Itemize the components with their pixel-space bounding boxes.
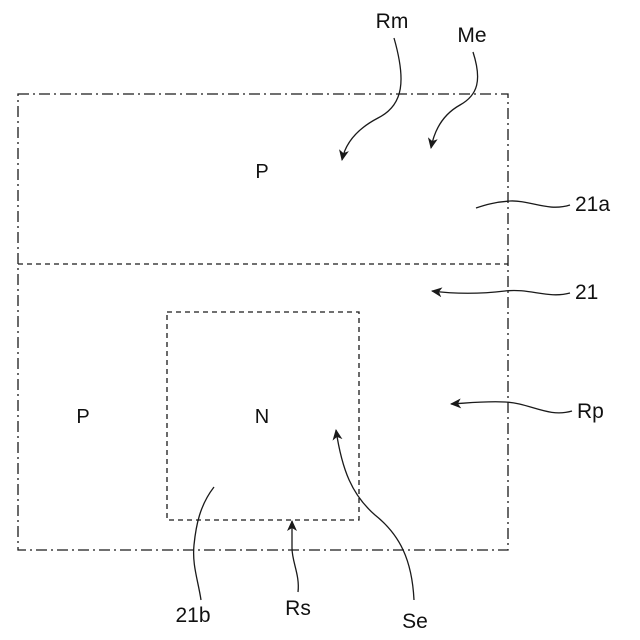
leader-rs-arrow <box>292 521 298 592</box>
label-rm: Rm <box>376 10 409 33</box>
label-rs: Rs <box>285 597 311 620</box>
label-21: 21 <box>575 281 598 304</box>
region-label-top-p: P <box>255 161 268 183</box>
label-rp: Rp <box>577 400 604 423</box>
label-se: Se <box>402 610 428 633</box>
label-me: Me <box>457 24 486 47</box>
leader-rp-arrow <box>451 402 572 413</box>
leader-me-arrow <box>431 52 478 148</box>
label-21b: 21b <box>175 604 210 627</box>
leader-rm-arrow <box>342 38 401 160</box>
leader-21-arrow <box>432 290 570 294</box>
leader-21a-line <box>476 201 570 208</box>
leader-se-arrow <box>336 430 414 600</box>
region-label-left-p: P <box>76 406 89 428</box>
label-21a: 21a <box>575 193 610 216</box>
leader-21b-line <box>194 487 214 600</box>
region-label-center-n: N <box>255 406 269 428</box>
